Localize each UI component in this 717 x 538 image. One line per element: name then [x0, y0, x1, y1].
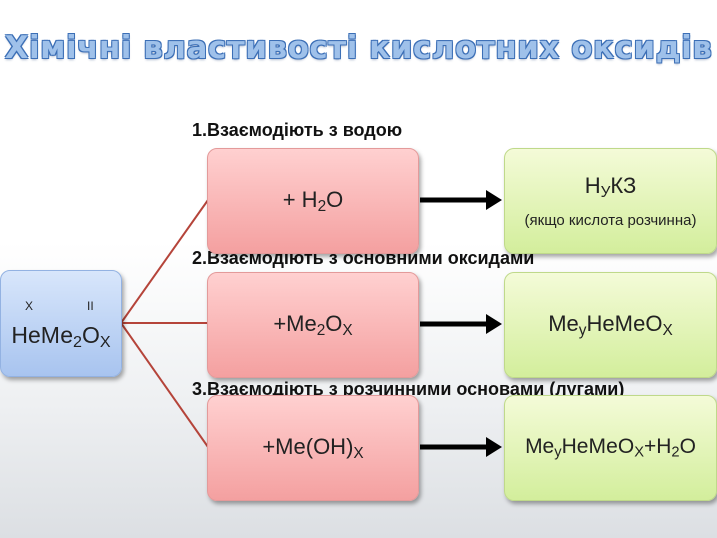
product-formula-3: MeyНеМеОX+Н2О: [525, 435, 696, 461]
product-note-1: (якщо кислота розчинна): [524, 211, 697, 229]
reagent-box-3: +Me(OH)X: [207, 395, 419, 501]
reagent-box-2: +Me2ОX: [207, 272, 419, 378]
reagent-formula-2: +Me2ОX: [273, 310, 353, 339]
page-title: Хімічні властивості кислотних оксидів: [4, 30, 713, 66]
reagent-box-1: + Н2О: [207, 148, 419, 254]
heading-reaction-3: 3.Взаємодіють з розчинними основами (луг…: [192, 379, 625, 399]
reagent-formula-1: + Н2О: [282, 186, 344, 215]
heading-reaction-1: 1.Взаємодіють з водою: [192, 120, 403, 140]
valence-right: II: [87, 299, 94, 313]
product-formula-2: MeyНеМеОX: [548, 310, 673, 339]
product-box-1: НУКЗ (якщо кислота розчинна): [504, 148, 717, 254]
valence-left: X: [25, 299, 34, 313]
reactant-formula: НеМе2ОX: [11, 322, 111, 352]
reactant-box: X II НеМе2ОX: [0, 270, 122, 377]
arrow-2: [420, 314, 502, 334]
product-box-2: MeyНеМеОX: [504, 272, 717, 378]
arrow-1: [420, 190, 502, 210]
connector-line-1: [120, 199, 209, 324]
reagent-formula-3: +Me(OH)X: [262, 433, 364, 462]
product-formula-1: НУКЗ: [584, 173, 637, 201]
arrow-3: [420, 437, 502, 457]
product-box-3: MeyНеМеОX+Н2О: [504, 395, 717, 501]
connector-line-3: [120, 322, 209, 448]
